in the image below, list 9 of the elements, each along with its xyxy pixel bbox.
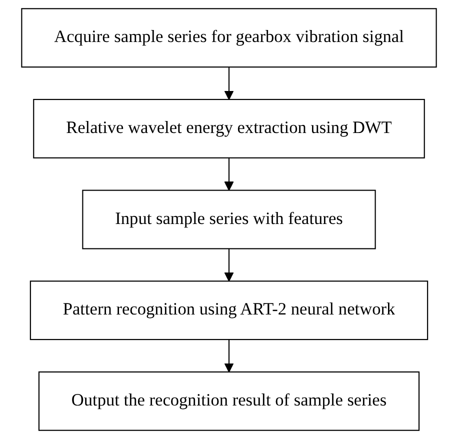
arrow	[224, 340, 234, 372]
arrow	[224, 248, 234, 282]
node-box: Output the recognition result of sample series	[38, 371, 420, 431]
node-box: Input sample series with features	[82, 190, 376, 250]
node-box: Relative wavelet energy extraction using DWT	[33, 98, 425, 158]
arrow	[224, 67, 234, 100]
node-box: Pattern recognition using ART-2 neural network	[30, 280, 428, 340]
node-box: Acquire sample series for gearbox vibration signal	[21, 8, 437, 68]
arrow	[224, 158, 234, 191]
